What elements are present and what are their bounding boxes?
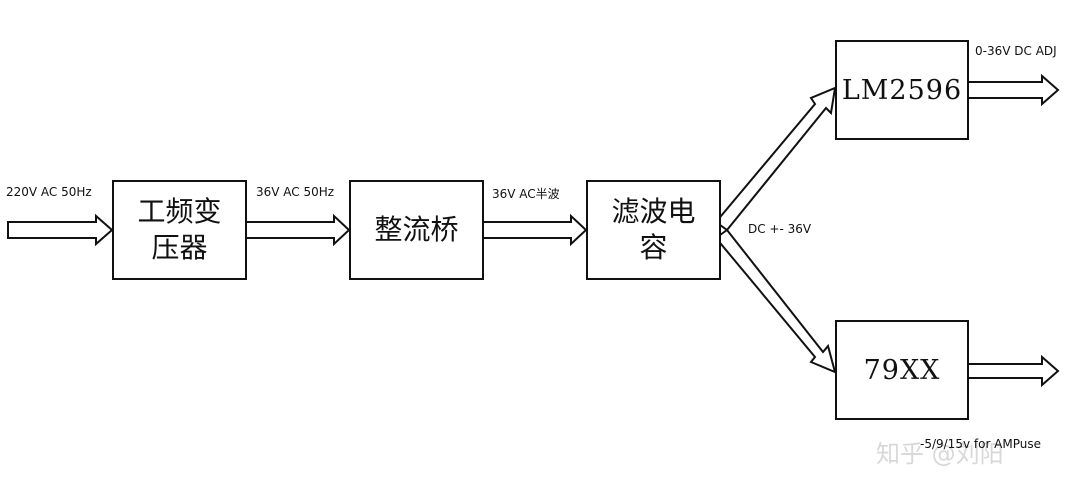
filter-capacitor-label: 滤波电容 — [611, 195, 696, 264]
rectifier-output-label: 36V AC半波 — [492, 187, 560, 201]
filter-output-label: DC +- 36V — [748, 222, 812, 236]
79xx-output-label: -5/9/15v for AMPuse — [920, 437, 1042, 451]
watermark: 知乎 @刘阳 — [876, 440, 1004, 468]
rectifier-label: 整流桥 — [374, 213, 459, 246]
arrow-transformer-to-rectifier — [245, 213, 351, 247]
arrow-input — [7, 213, 114, 247]
input-label: 220V AC 50Hz — [6, 185, 92, 199]
arrow-filter-to-79xx — [714, 228, 837, 374]
arrow-filter-to-lm2596 — [714, 86, 837, 232]
arrow-lm2596-output — [967, 73, 1060, 107]
lm2596-output-label: 0-36V DC ADJ — [975, 44, 1057, 58]
arrow-rectifier-to-filter — [482, 213, 588, 247]
transformer-label: 工频变压器 — [137, 195, 222, 264]
filter-capacitor-block: 滤波电容 — [586, 180, 721, 280]
arrow-79xx-output — [967, 354, 1060, 388]
transformer-block: 工频变压器 — [112, 180, 247, 280]
transformer-output-label: 36V AC 50Hz — [256, 185, 335, 199]
lm2596-label: LM2596 — [841, 74, 963, 106]
rectifier-block: 整流桥 — [349, 180, 484, 280]
lm2596-block: LM2596 — [835, 40, 969, 140]
79xx-block: 79XX — [835, 320, 969, 420]
79xx-label: 79XX — [863, 354, 941, 386]
